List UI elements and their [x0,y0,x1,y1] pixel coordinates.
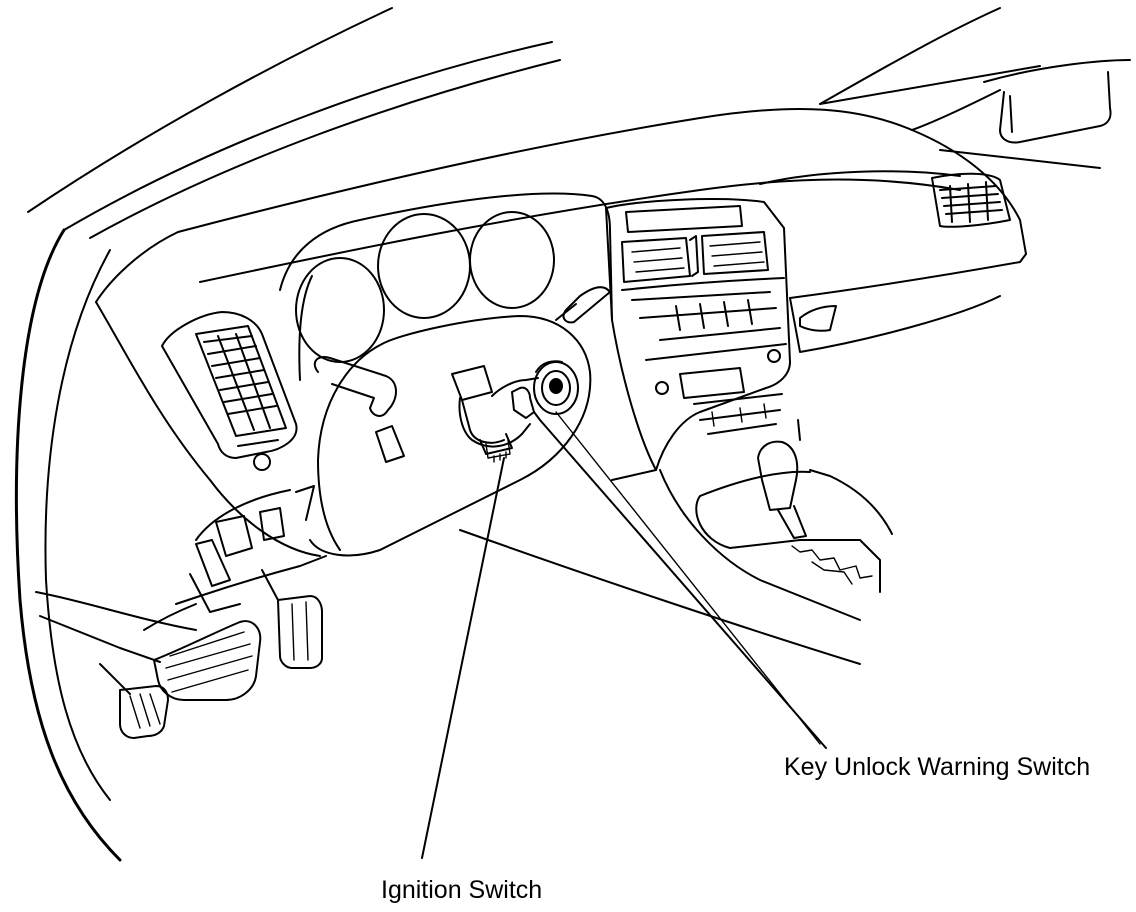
ignition-switch-assembly [451,360,579,463]
dashboard-top [95,107,1027,303]
shift-lever [459,419,893,665]
ignition-switch-label: Ignition Switch [381,876,543,904]
leader-lines [421,411,827,859]
side-mirror [911,59,1131,169]
steering-column [309,286,611,557]
left-air-vent [161,311,298,471]
windshield-lines [27,7,1041,239]
pedals [99,569,323,739]
center-console [605,198,791,481]
ignition-switch-leader-line [421,457,505,859]
left-door-pillar [14,228,122,862]
right-dash-panel [789,172,1027,353]
key-unlock-leader-line [539,419,827,749]
key-unlock-warning-switch-label: Key Unlock Warning Switch [784,753,1091,781]
instrument-cluster [279,192,613,381]
lower-left-dash [35,301,327,663]
